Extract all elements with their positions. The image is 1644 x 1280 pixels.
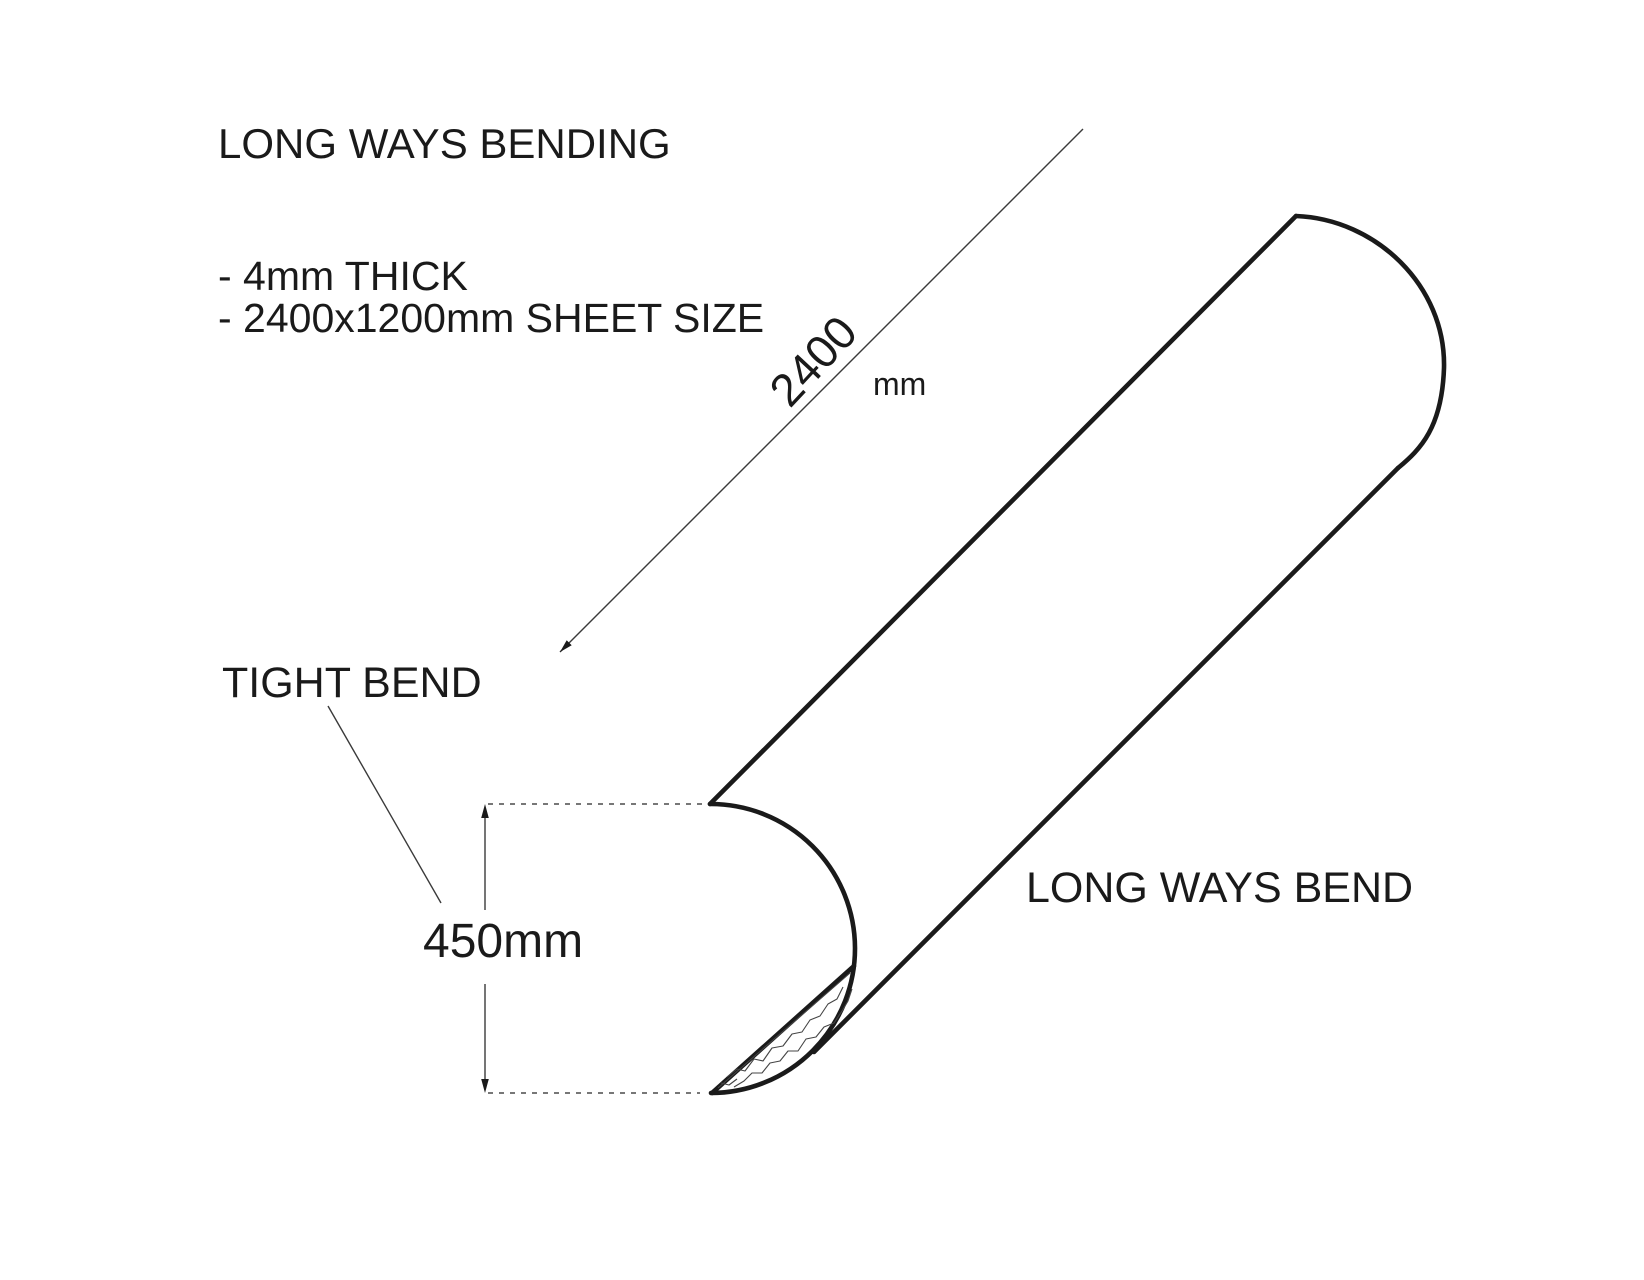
note-thickness: - 4mm THICK (218, 253, 468, 299)
width-dimension-arrow-down-icon (481, 1079, 489, 1093)
tight-bend-leader-line (327, 705, 442, 904)
spec-notes: - 4mm THICK - 2400x1200mm SHEET SIZE (218, 255, 764, 339)
grain-wavy-line-3 (720, 1078, 738, 1086)
width-dimension-arrow-up-icon (481, 804, 489, 818)
cut-face-grain (717, 972, 853, 1089)
bent-sheet-outline (707, 213, 1447, 1096)
length-dimension-unit: mm (873, 366, 927, 402)
length-dimension-line (559, 128, 1084, 653)
width-dimension-value: 450mm (423, 915, 584, 968)
note-sheet-size: - 2400x1200mm SHEET SIZE (218, 295, 765, 341)
grain-wavy-line-2 (733, 988, 853, 1088)
width-dimension-line (481, 804, 489, 1093)
cut-edge-chord (709, 963, 857, 1096)
cut-face-inner-line (717, 972, 851, 1089)
sheet-end-cap-arc (1293, 213, 1447, 471)
length-dimension-leader (559, 128, 1084, 653)
grain-wavy-line-1 (726, 986, 844, 1078)
long-ways-bend-label: LONG WAYS BEND (1026, 864, 1414, 912)
length-dimension-arrow-icon (560, 640, 572, 652)
sheet-top-edge (707, 213, 1299, 807)
sheet-bottom-edge (811, 465, 1401, 1055)
tight-bend-profile-arc (707, 801, 858, 1096)
page-title: LONG WAYS BENDING (218, 120, 671, 167)
tight-bend-label: TIGHT BEND (222, 659, 482, 707)
